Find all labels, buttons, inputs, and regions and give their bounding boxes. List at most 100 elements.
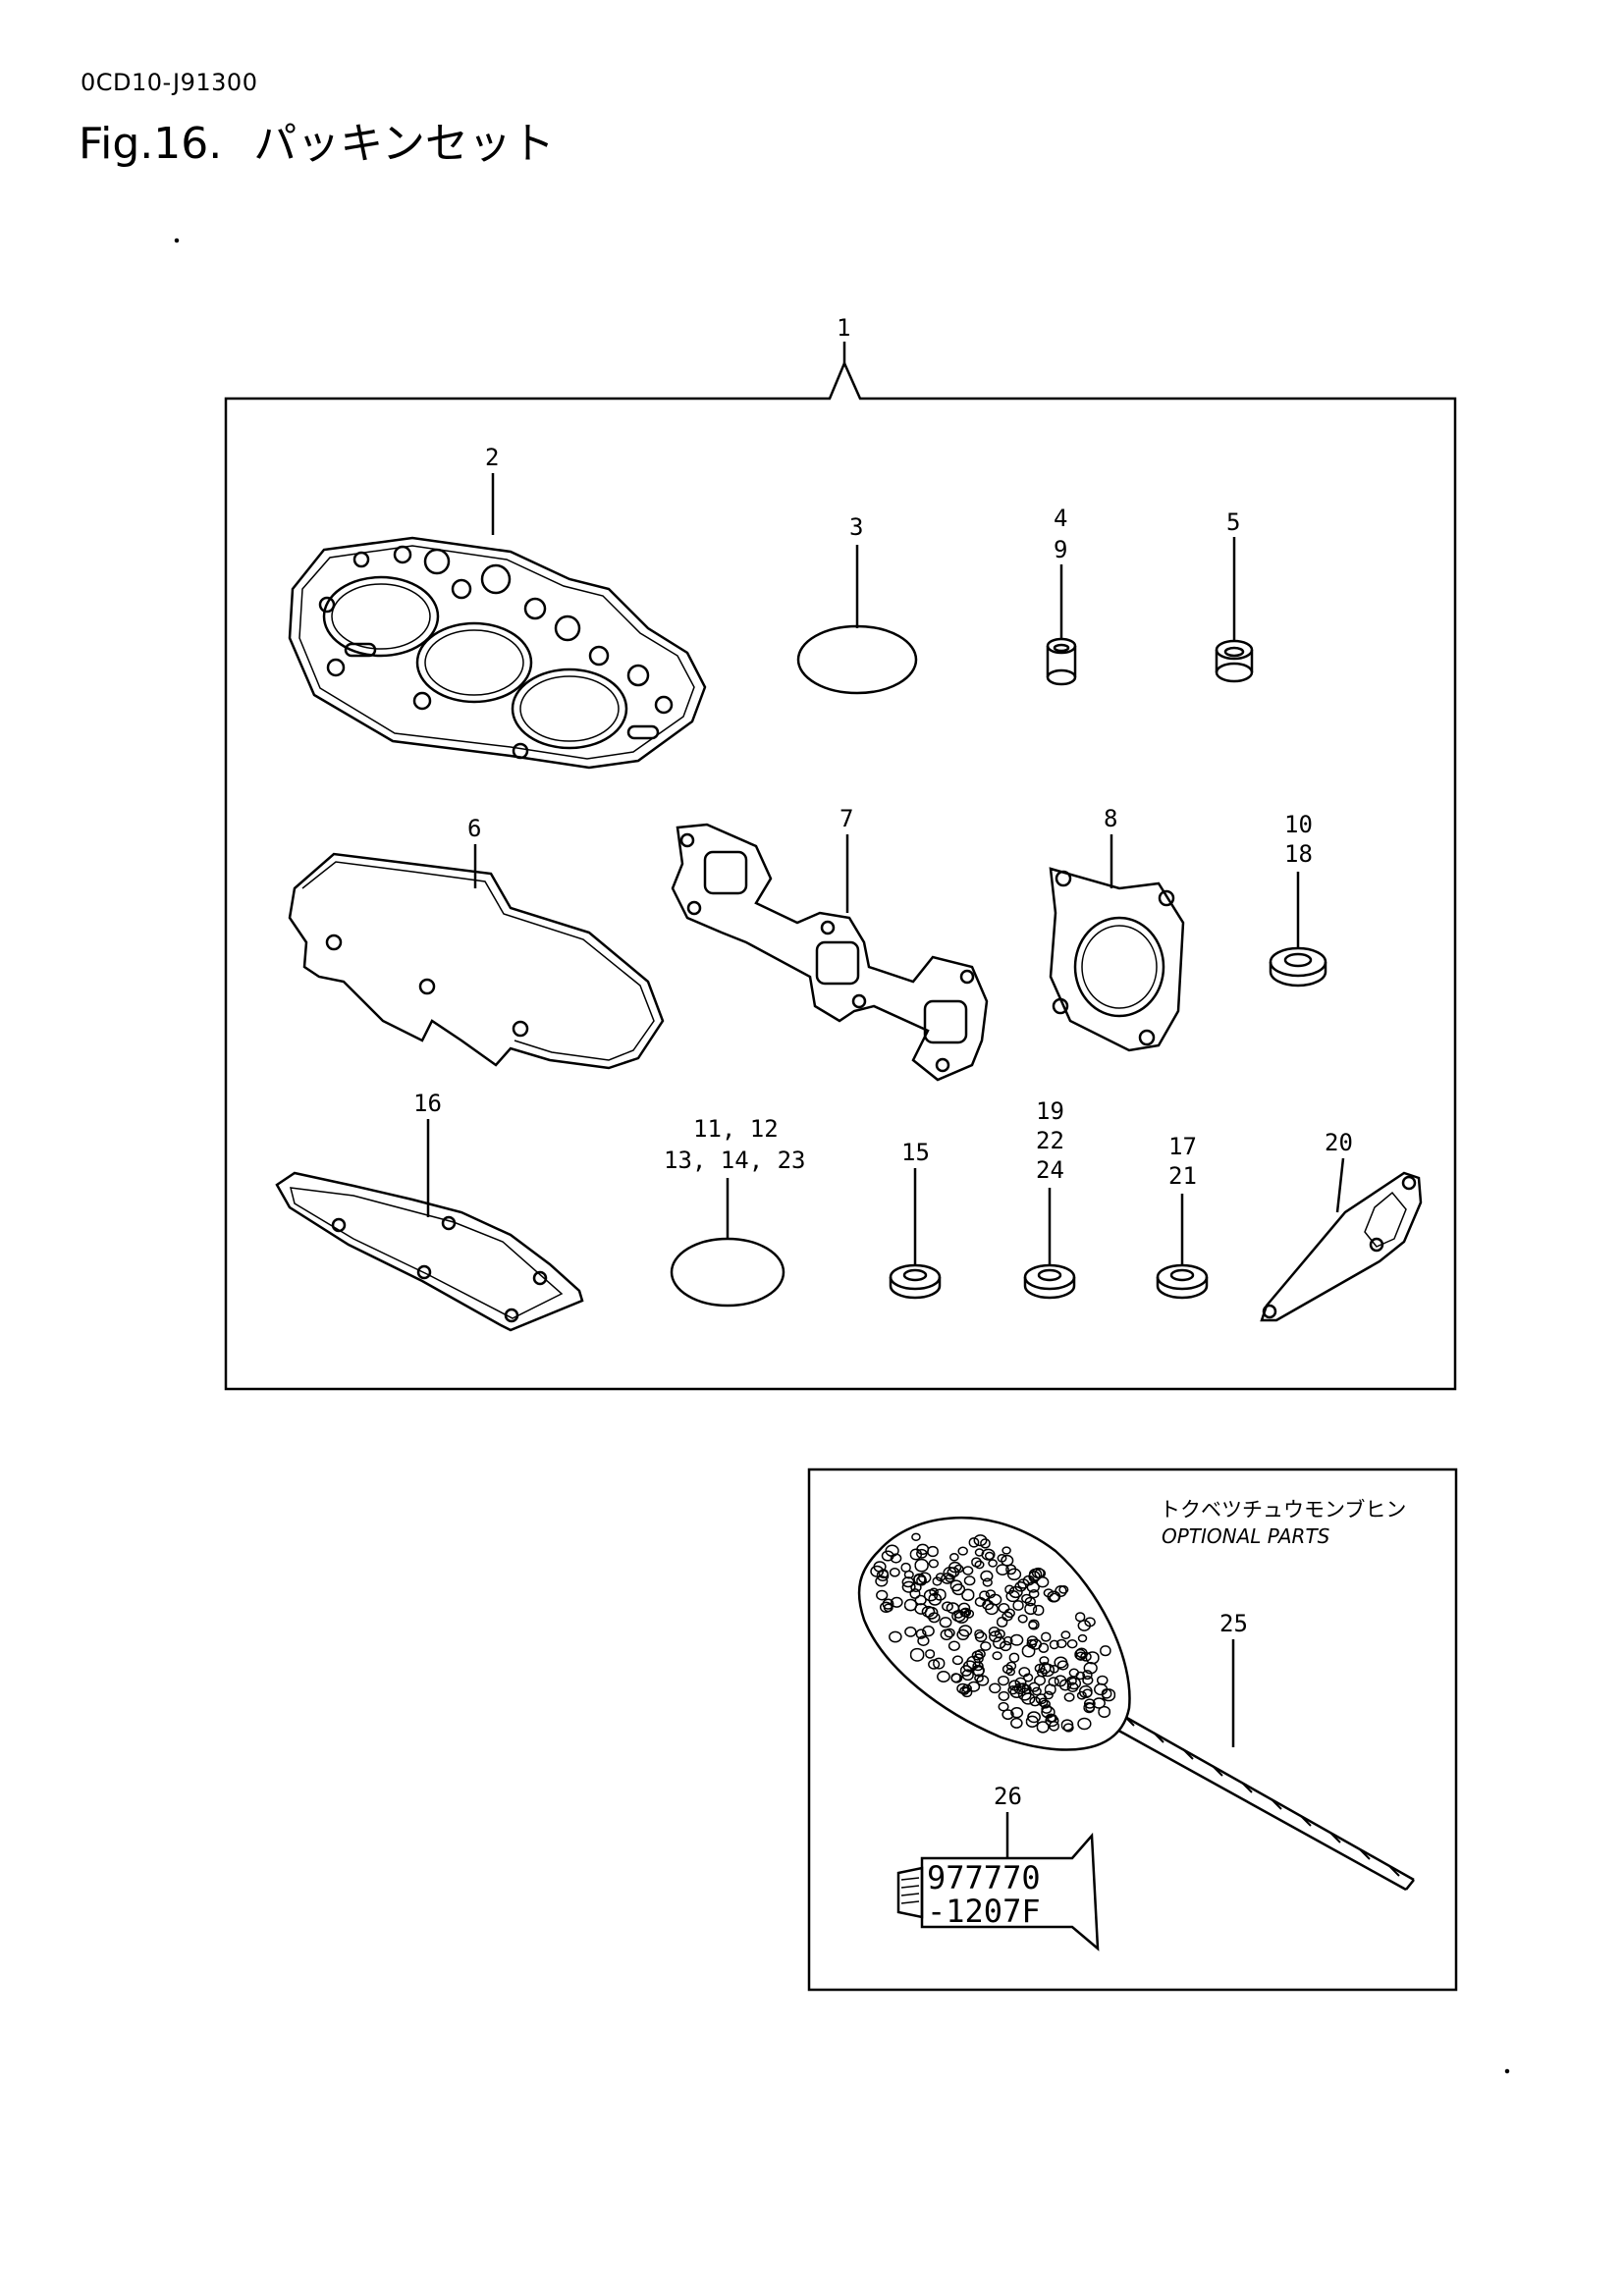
port-1: [703, 850, 748, 895]
callout-13-14-23: 13, 14, 23: [664, 1147, 806, 1174]
bolt-hole: [451, 578, 472, 600]
bolt-hole: [412, 691, 432, 711]
bolt-hole: [820, 920, 836, 935]
optional-parts-group: トクベツチュウモンブヒン OPTIONAL PARTS 25 26 977770…: [807, 1468, 1458, 1992]
flange-outline: [1049, 867, 1185, 1052]
cover-gasket-outline: [288, 852, 665, 1070]
bolt-hole: [654, 695, 674, 715]
callout-18: 18: [1284, 840, 1313, 868]
washer-side: [1156, 1277, 1209, 1300]
grommet-body: [1215, 650, 1254, 672]
callout-20: 20: [1325, 1129, 1353, 1156]
flange-bore-ring: [1081, 925, 1158, 1009]
bolt-hole: [325, 934, 343, 951]
washer-side: [1023, 1277, 1076, 1300]
water-hole: [626, 664, 650, 687]
o-ring-outline: [670, 1237, 785, 1308]
bolt-hole: [441, 1215, 457, 1231]
brush-25: 25: [857, 1516, 1415, 1892]
bore-ring-2: [424, 629, 524, 696]
washer-inner: [902, 1268, 928, 1282]
washer-bottom: [1269, 971, 1327, 988]
tube-label-line1: 977770: [927, 1859, 1041, 1896]
bolt-hole: [679, 832, 695, 848]
triangular-gasket-20: 20: [1260, 1129, 1423, 1322]
leader-line-20: [1335, 1157, 1345, 1213]
oil-slot: [626, 724, 660, 740]
manifold-gasket: 7: [671, 805, 989, 1082]
stray-dot: [1504, 2068, 1510, 2074]
callout-9: 9: [1054, 536, 1067, 563]
washer-outer: [1023, 1263, 1076, 1291]
callout-8: 8: [1104, 805, 1117, 832]
bolt-hole: [504, 1308, 519, 1323]
bolt-hole: [1158, 889, 1175, 907]
bolt-hole: [523, 597, 547, 620]
figure-number: Fig.16.: [79, 119, 223, 169]
washer-19-22-24: 19 22 24: [1023, 1097, 1076, 1300]
washer-inner: [1169, 1268, 1195, 1282]
bolt-hole: [1369, 1237, 1384, 1253]
callout-22: 22: [1036, 1127, 1064, 1154]
callout-19: 19: [1036, 1097, 1064, 1125]
callout-26: 26: [994, 1783, 1022, 1810]
gasket-outline: [288, 536, 707, 770]
callout-11-12: 11, 12: [693, 1115, 779, 1143]
tube-thread: [900, 1877, 920, 1904]
callout-3: 3: [849, 513, 863, 541]
tri-gasket-outline: [1260, 1171, 1423, 1322]
bolt-hole: [512, 1020, 529, 1038]
callout-16: 16: [413, 1090, 442, 1117]
grommet-bottom: [1215, 662, 1254, 683]
tube-body: [920, 1832, 1100, 1951]
bolt-hole: [588, 645, 610, 667]
callout-1: 1: [837, 314, 850, 342]
optional-title-jp: トクベツチュウモンブヒン: [1160, 1498, 1406, 1522]
washer-inner: [1283, 952, 1313, 968]
bolt-hole: [532, 1270, 548, 1286]
callout-7: 7: [839, 805, 853, 832]
pan-gasket-inner: [290, 1187, 564, 1319]
flange-gasket-8: 8: [1049, 805, 1185, 1052]
cylinder-head-gasket: 2: [288, 444, 707, 770]
bolt-hole: [935, 1057, 950, 1073]
water-hole: [423, 548, 451, 575]
bolt-hole: [1138, 1029, 1156, 1046]
tri-gasket-port: [1364, 1191, 1407, 1248]
o-ring-outline: [796, 624, 918, 695]
washer-outer: [889, 1263, 942, 1291]
grommet-5: 5: [1215, 508, 1254, 683]
document-code: 0CD10-J91300: [81, 69, 258, 96]
gasket-inner-edge: [298, 545, 695, 760]
figure-name: パッキンセット: [253, 119, 555, 169]
valve-stem-seal: 4 9: [1046, 505, 1077, 686]
optional-frame: [807, 1468, 1458, 1992]
optional-title-en: OPTIONAL PARTS: [1162, 1524, 1330, 1548]
callout-10: 10: [1284, 811, 1313, 838]
washer-inner: [1037, 1268, 1062, 1282]
bolt-hole: [318, 596, 336, 614]
oil-slot: [344, 642, 377, 658]
sealant-tube-26: 26 977770 -1207F: [896, 1783, 1100, 1951]
kit-frame: [224, 359, 1457, 1391]
grommet-bore: [1223, 646, 1245, 658]
bore-hole-3: [511, 667, 628, 750]
bolt-hole: [326, 658, 346, 677]
gasket-kit-group: 1: [224, 314, 1457, 1391]
bore-hole-2: [415, 621, 533, 704]
washer-side: [1269, 962, 1327, 972]
water-hole: [554, 614, 581, 642]
bolt-hole: [959, 969, 975, 985]
figure-title: Fig.16. パッキンセット: [79, 108, 555, 171]
seal-body: [1046, 646, 1077, 677]
manifold-outline: [671, 823, 989, 1082]
tube-label-line2: -1207F: [927, 1893, 1041, 1930]
o-ring-11-23: 11, 12 13, 14, 23: [664, 1115, 806, 1308]
callout-17: 17: [1168, 1133, 1197, 1160]
bolt-hole: [1055, 870, 1072, 887]
callout-5: 5: [1226, 508, 1240, 536]
bolt-hole: [1401, 1175, 1417, 1191]
o-ring-3: 3: [796, 513, 918, 695]
bolt-hole: [851, 993, 867, 1009]
washer-15: 15: [889, 1139, 942, 1300]
